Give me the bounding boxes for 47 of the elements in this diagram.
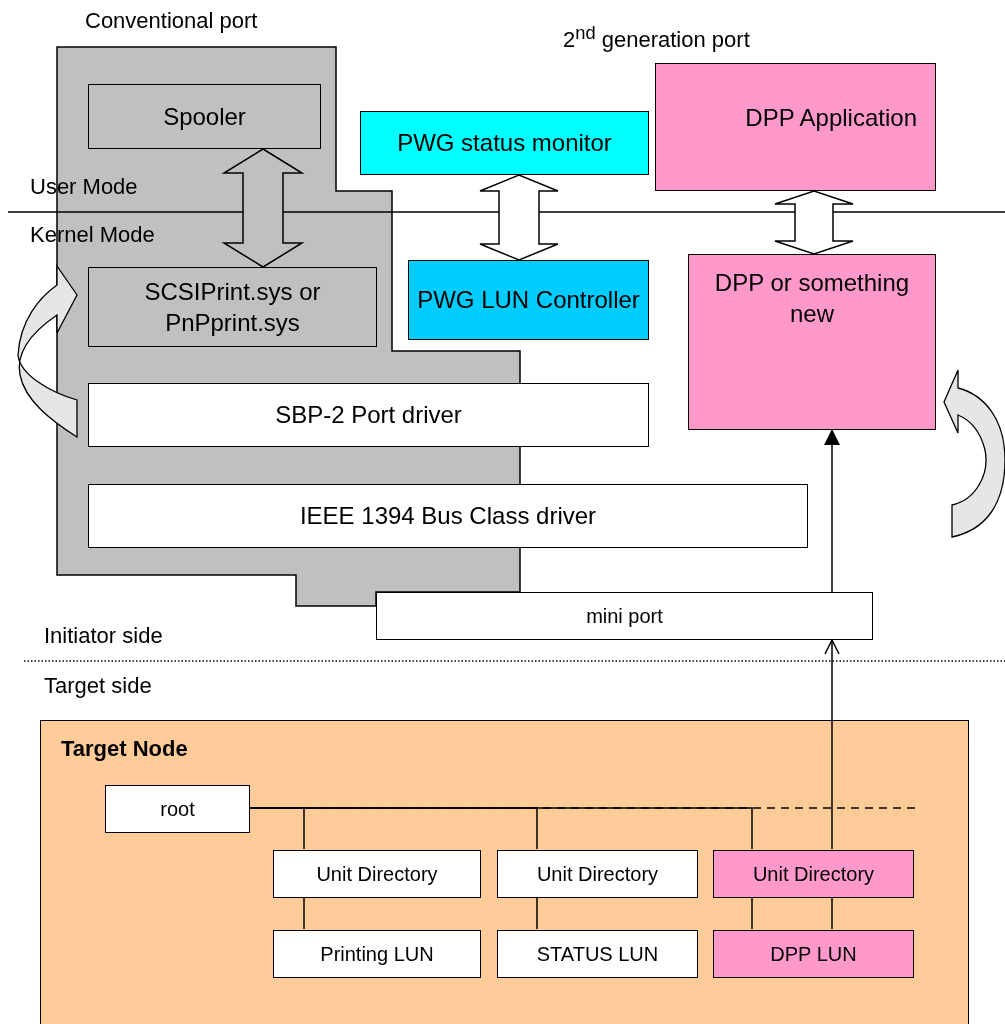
text-label: Initiator side <box>44 623 163 649</box>
node-label: mini port <box>585 604 664 629</box>
node-label: PWG LUN Controller <box>416 285 641 316</box>
process-box <box>713 850 914 898</box>
node-label: Conventional port <box>85 7 258 35</box>
node-label: Printing LUN <box>319 942 435 967</box>
process-box <box>360 111 649 175</box>
arrow <box>824 639 840 850</box>
node-label: SCSIPrint.sys or PnPprint.sys <box>143 276 322 338</box>
node-label: DPP LUN <box>769 942 858 967</box>
connector-line <box>303 896 305 930</box>
text-label: 2$^{nd}$ generation port <box>563 22 750 54</box>
arrow <box>824 429 840 593</box>
connector-line <box>751 896 753 930</box>
layer-bar <box>88 383 649 447</box>
node-label: Unit Directory <box>535 862 660 887</box>
node-label: STATUS LUN <box>535 942 660 967</box>
double-arrow <box>221 148 305 268</box>
process-box <box>88 267 377 347</box>
node-label: Spooler <box>162 101 247 132</box>
connector-line <box>536 896 538 930</box>
node-label: DPP Application <box>745 103 917 133</box>
node-label: DPP or something new <box>713 268 911 330</box>
double-arrow <box>479 174 559 261</box>
node-label: IEEE 1394 Bus Class driver <box>298 501 598 532</box>
process-box <box>688 254 936 430</box>
double-arrow <box>774 190 854 255</box>
process-box <box>497 850 698 898</box>
process-box <box>273 850 481 898</box>
process-box <box>713 930 914 978</box>
layer-bar <box>88 484 808 548</box>
text-label: Target side <box>44 673 152 699</box>
process-box <box>408 260 649 340</box>
node-label: root <box>159 797 196 822</box>
layer-bar <box>376 592 873 640</box>
process-box <box>88 84 321 149</box>
node-label: PWG status monitor <box>396 128 613 159</box>
process-box <box>273 930 481 978</box>
node-label: Unit Directory <box>315 862 439 887</box>
process-box <box>105 785 250 833</box>
container-box <box>40 720 969 1024</box>
node-label: Unit Directory <box>751 862 876 887</box>
process-box <box>497 930 698 978</box>
node-label: Target Node <box>61 735 188 763</box>
connector-line <box>831 896 833 930</box>
process-box <box>655 63 936 191</box>
node-label: SBP-2 Port driver <box>274 400 463 431</box>
